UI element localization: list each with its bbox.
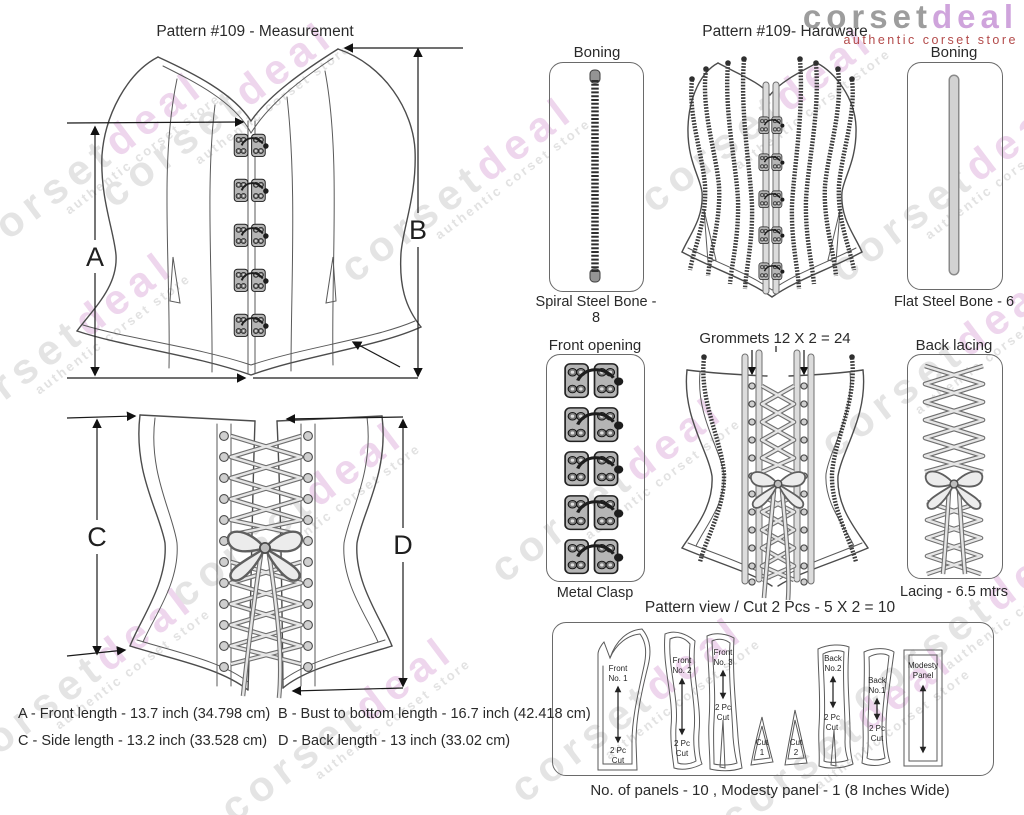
corset-back-measurement-drawing: C D [66, 411, 413, 699]
spiral-boning-label: Boning [573, 44, 621, 61]
piece-cut: 2 Pc [824, 713, 840, 722]
note-side-length: C - Side length - 13.2 inch (33.528 cm) [18, 733, 268, 749]
piece-cut: Cut [612, 756, 625, 765]
piece-label: Panel [913, 671, 934, 680]
note-front-length: A - Front length - 13.7 inch (34.798 cm) [18, 706, 271, 722]
piece-cut: 2 Pc [869, 724, 885, 733]
back-lacing-caption: Lacing - 6.5 mtrs [900, 584, 1008, 600]
piece-label: No. 1 [608, 674, 628, 683]
pattern-view-footer: No. of panels - 10 , Modesty panel - 1 (… [590, 782, 950, 799]
measure-label-D: D [393, 530, 413, 560]
piece-label: 2 [794, 748, 799, 757]
piece-cut: 2 Pc [610, 746, 626, 755]
piece-label: 1 [760, 748, 765, 757]
piece-label: Cut [790, 738, 803, 747]
back-lacing-label: Back lacing [915, 337, 993, 354]
logo-brand: corsetdeal [802, 0, 1018, 35]
piece-label: Front [714, 648, 733, 657]
front-opening-box [546, 354, 645, 582]
grommets-label: Grommets 12 X 2 = 24 [699, 330, 851, 347]
piece-label: Back [868, 676, 887, 685]
piece-label: No.2 [825, 664, 842, 673]
logo: corsetdeal authentic corset store [803, 0, 1018, 47]
piece-label: Front [609, 664, 628, 673]
piece-cut: Cut [871, 734, 884, 743]
piece-cut: Cut [676, 749, 689, 758]
spiral-boning-caption: Spiral Steel Bone - 8 [535, 294, 657, 326]
note-back-length: D - Back length - 13 inch (33.02 cm) [278, 733, 511, 749]
back-lacing-drawing [922, 363, 986, 577]
piece-label: Back [824, 654, 843, 663]
measure-label-B: B [409, 215, 427, 245]
flat-boning-box [907, 62, 1003, 290]
pattern-pieces-drawing: Front No. 1 2 Pc Cut Front No. 2 2 Pc Cu… [597, 628, 943, 772]
measurement-title: Pattern #109 - Measurement [156, 23, 354, 40]
pattern-view-title: Pattern view / Cut 2 Pcs - 5 X 2 = 10 [644, 599, 896, 616]
spiral-boning-box [549, 62, 644, 292]
piece-label: No. 3 [713, 658, 733, 667]
note-bust-length: B - Bust to bottom length - 16.7 inch (4… [278, 706, 591, 722]
corset-back-grommets-drawing [681, 346, 869, 601]
flat-boning-caption: Flat Steel Bone - 6 [893, 294, 1015, 310]
pattern-view-box [552, 622, 994, 776]
measure-label-C: C [87, 522, 107, 552]
piece-cut: 2 Pc [674, 739, 690, 748]
spiral-steel-bone-drawing [589, 69, 601, 283]
piece-label: No. 2 [672, 666, 692, 675]
logo-tagline: authentic corset store [843, 33, 1018, 47]
piece-label: Modesty [908, 661, 938, 670]
back-lacing-box [907, 354, 1003, 579]
piece-cut: Cut [717, 713, 730, 722]
corset-front-measurement-drawing: A B [66, 43, 463, 383]
corset-front-boning-drawing [681, 56, 863, 298]
flat-steel-bone-drawing [948, 74, 960, 276]
piece-label: Cut [756, 738, 769, 747]
measure-label-A: A [86, 242, 104, 272]
metal-clasp-drawing [563, 362, 625, 576]
flat-boning-label: Boning [930, 44, 978, 61]
piece-label: No.1 [869, 686, 886, 695]
piece-cut: Cut [826, 723, 839, 732]
metal-clasp-caption: Metal Clasp [556, 585, 634, 601]
front-opening-label: Front opening [548, 337, 642, 354]
piece-cut: 2 Pc [715, 703, 731, 712]
hardware-title: Pattern #109- Hardware [702, 23, 868, 40]
piece-label: Front [673, 656, 692, 665]
